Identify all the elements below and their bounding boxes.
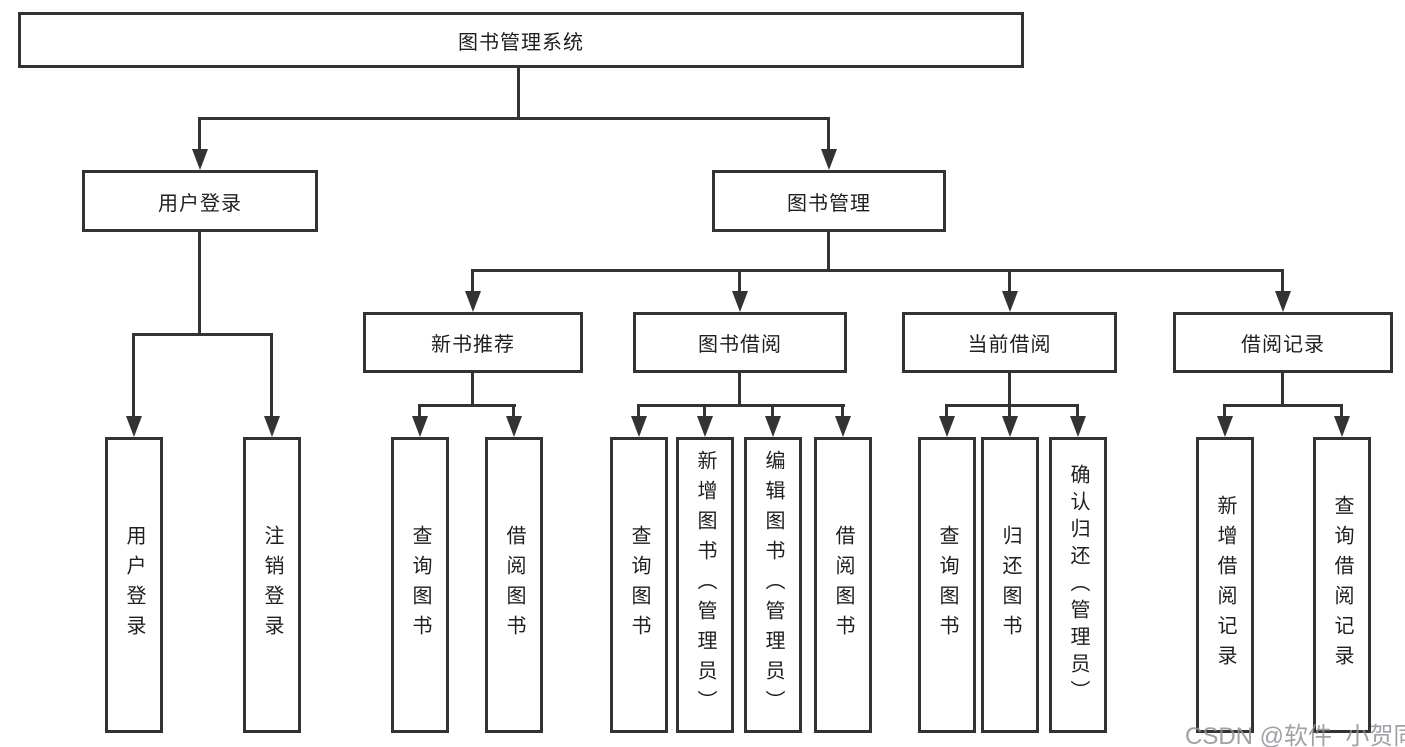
connector-to-leaf-user-login — [132, 333, 135, 416]
connector-borrow-record-branch — [1223, 404, 1343, 407]
arrowhead-leaf — [697, 416, 713, 437]
node-label: 图书管理系统 — [458, 31, 584, 54]
connector-book-management-branch — [471, 269, 1284, 272]
node-label: 新书推荐 — [431, 334, 515, 356]
connector-to-leaf — [637, 404, 640, 416]
leaf-borrow-books: 借阅图书 — [814, 437, 872, 733]
csdn-watermark: CSDN @软件_小贺同学 — [1185, 723, 1405, 747]
arrowhead-leaf-logout — [264, 416, 280, 437]
node-label: 当前借阅 — [967, 334, 1052, 356]
arrowhead-leaf — [1070, 416, 1086, 437]
arrowhead-user-login — [192, 149, 208, 170]
arrowhead-leaf — [1217, 416, 1233, 437]
leaf-add-book-admin: 新增图书（管理员） — [676, 437, 734, 733]
leaf-label: 查询图书 — [936, 525, 958, 645]
node-library-management-system: 图书管理系统 — [18, 12, 1024, 68]
node-book-borrow: 图书借阅 — [633, 312, 847, 373]
leaf-label: 注销登录 — [261, 525, 283, 645]
connector-borrow-record-down — [1281, 373, 1284, 406]
connector-to-leaf — [945, 404, 948, 416]
connector-to-leaf-logout — [270, 333, 273, 416]
leaf-logout: 注销登录 — [243, 437, 301, 733]
leaf-confirm-return-admin: 确认归还（管理员） — [1049, 437, 1107, 733]
leaf-label: 借阅图书 — [832, 525, 854, 645]
leaf-label: 新增借阅记录 — [1214, 495, 1236, 675]
arrowhead-leaf — [412, 416, 428, 437]
connector-to-new-book-recommend — [471, 269, 474, 291]
arrowhead-leaf — [1334, 416, 1350, 437]
arrowhead-leaf — [506, 416, 522, 437]
connector-to-current-borrow — [1008, 269, 1011, 291]
leaf-query-books-borrow: 查询图书 — [610, 437, 668, 733]
connector-to-user-login — [198, 117, 201, 150]
connector-to-leaf — [841, 404, 844, 416]
connector-root-branch — [198, 117, 830, 120]
arrowhead-leaf — [835, 416, 851, 437]
leaf-add-borrow-record: 新增借阅记录 — [1196, 437, 1254, 733]
arrowhead-book-management — [821, 149, 837, 170]
connector-book-borrow-down — [738, 373, 741, 406]
connector-to-book-management — [827, 117, 830, 150]
connector-current-borrow-branch — [945, 404, 1079, 407]
arrowhead-leaf — [939, 416, 955, 437]
connector-to-leaf — [1340, 404, 1343, 416]
connector-to-leaf — [703, 404, 706, 416]
connector-to-leaf — [418, 404, 421, 416]
connector-new-book-recommend-branch — [418, 404, 516, 407]
connector-current-borrow-down — [1008, 373, 1011, 406]
connector-to-leaf — [771, 404, 774, 416]
leaf-borrow-books-recommend: 借阅图书 — [485, 437, 543, 733]
leaf-label: 查询借阅记录 — [1331, 495, 1353, 675]
arrowhead-leaf — [765, 416, 781, 437]
arrowhead-leaf — [1002, 416, 1018, 437]
connector-to-leaf — [512, 404, 515, 416]
node-user-login: 用户登录 — [82, 170, 318, 232]
connector-to-leaf — [1223, 404, 1226, 416]
leaf-label: 查询图书 — [409, 525, 431, 645]
arrowhead-leaf — [631, 416, 647, 437]
connector-book-management-down — [827, 232, 830, 272]
connector-to-borrow-record — [1281, 269, 1284, 291]
node-borrow-record: 借阅记录 — [1173, 312, 1393, 373]
node-label: 图书借阅 — [698, 334, 782, 356]
arrowhead-current-borrow — [1002, 291, 1018, 312]
arrowhead-new-book-recommend — [465, 291, 481, 312]
connector-to-book-borrow — [738, 269, 741, 291]
node-label: 用户登录 — [158, 192, 242, 215]
arrowhead-book-borrow — [732, 291, 748, 312]
leaf-return-books: 归还图书 — [981, 437, 1039, 733]
leaf-edit-book-admin: 编辑图书（管理员） — [744, 437, 802, 733]
leaf-label: 查询图书 — [628, 525, 650, 645]
leaf-label: 新增图书（管理员） — [694, 450, 716, 720]
arrowhead-borrow-record — [1275, 291, 1291, 312]
node-current-borrow: 当前借阅 — [902, 312, 1117, 373]
arrowhead-leaf-user-login — [126, 416, 142, 437]
connector-to-leaf — [1008, 404, 1011, 416]
node-label: 借阅记录 — [1241, 334, 1325, 356]
leaf-label: 确认归还（管理员） — [1067, 463, 1089, 707]
connector-to-leaf — [1076, 404, 1079, 416]
node-new-book-recommend: 新书推荐 — [363, 312, 583, 373]
connector-user-login-branch — [132, 333, 273, 336]
leaf-label: 归还图书 — [999, 525, 1021, 645]
leaf-query-books-current: 查询图书 — [918, 437, 976, 733]
connector-book-borrow-branch — [637, 404, 845, 407]
connector-root-down — [517, 67, 520, 118]
connector-new-book-recommend-down — [471, 373, 474, 406]
leaf-label: 借阅图书 — [503, 525, 525, 645]
leaf-label: 编辑图书（管理员） — [762, 450, 784, 720]
leaf-query-books-recommend: 查询图书 — [391, 437, 449, 733]
leaf-label: 用户登录 — [123, 525, 145, 645]
node-book-management: 图书管理 — [712, 170, 946, 232]
connector-user-login-down — [198, 232, 201, 335]
leaf-user-login: 用户登录 — [105, 437, 163, 733]
leaf-query-borrow-record: 查询借阅记录 — [1313, 437, 1371, 733]
node-label: 图书管理 — [787, 192, 871, 215]
